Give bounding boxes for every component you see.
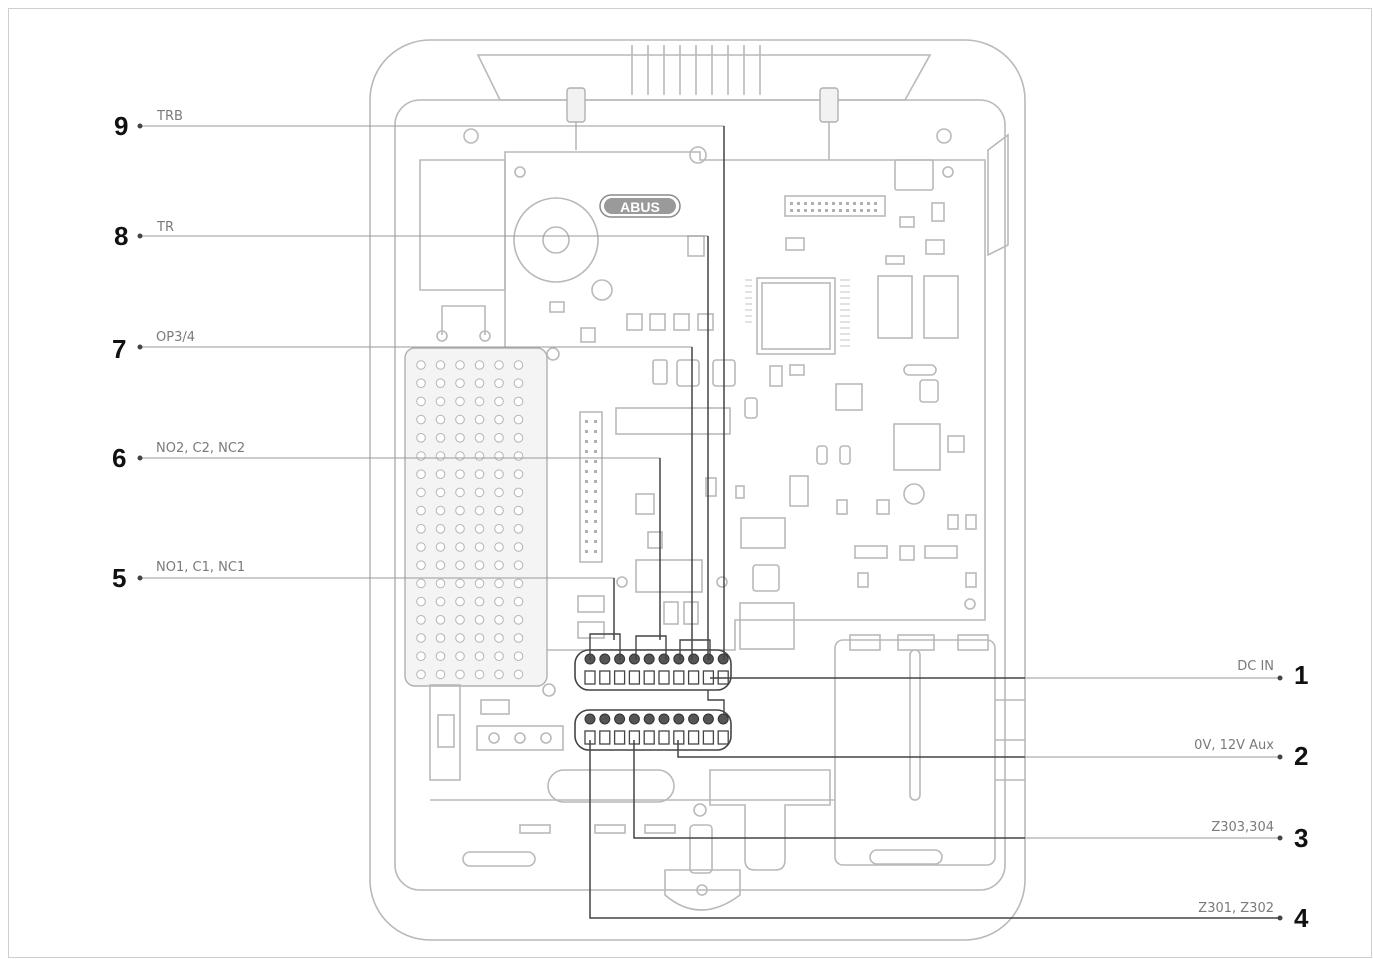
callout-number: 6 [112,443,126,473]
callout-7: 7 OP3/4 [112,330,195,364]
circuit-board: ABUS [419,146,986,697]
enclosure [369,39,1026,941]
callout-label: 0V, 12V Aux [1194,738,1274,753]
svg-text:ABUS: ABUS [620,199,660,215]
callout-label: TRB [156,109,183,124]
callout-label: TR [156,220,174,235]
callout-8: 8 TR [114,220,174,251]
callout-label: DC IN [1237,659,1274,674]
callout-number: 2 [1294,741,1308,771]
terminal-blocks [574,633,732,751]
callout-number: 5 [112,563,126,593]
callout-6: 6 NO2, C2, NC2 [112,441,245,473]
perforated-pad [404,347,548,687]
callout-2: 2 0V, 12V Aux [1194,738,1308,771]
figure-frame [8,8,1372,958]
callout-label: Z301, Z302 [1198,901,1274,916]
callout-label: Z303,304 [1211,820,1274,835]
callout-number: 3 [1294,823,1308,853]
callout-number: 9 [114,111,128,141]
abus-logo: ABUS [599,194,681,218]
callout-5: 5 NO1, C1, NC1 [112,560,245,593]
callout-3: 3 Z303,304 [1211,820,1308,853]
callout-label: NO1, C1, NC1 [156,560,245,575]
callout-1: 1 DC IN [1237,659,1308,690]
callout-label: NO2, C2, NC2 [156,441,245,456]
leader-lines [140,125,1280,919]
callout-number: 7 [112,334,126,364]
callout-number: 1 [1294,660,1308,690]
callout-number: 4 [1294,903,1309,933]
callout-4: 4 Z301, Z302 [1198,901,1309,933]
callout-label: OP3/4 [156,330,195,345]
lower-enclosure [429,634,1025,911]
callout-number: 8 [114,221,128,251]
callout-9: 9 TRB [114,109,183,141]
